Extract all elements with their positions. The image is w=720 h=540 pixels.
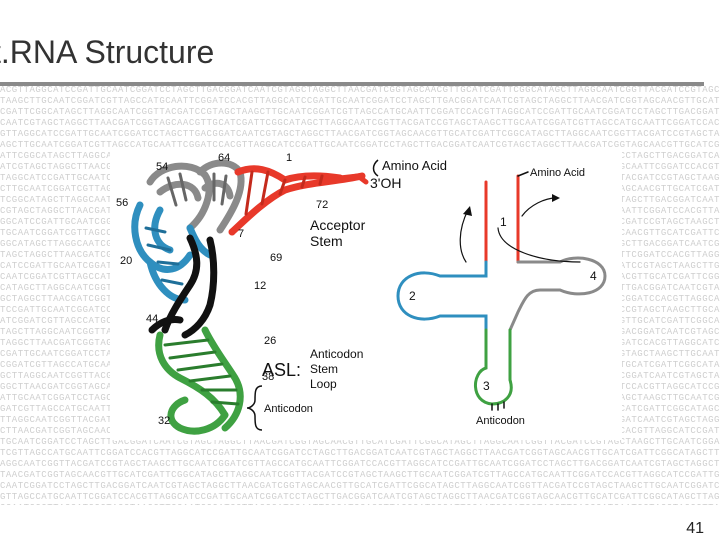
schematic-tpsi-arm [508,256,607,332]
schematic-label-4: 4 [590,269,597,283]
schematic-label-1: 1 [500,215,507,229]
label-69: 69 [270,252,282,264]
trna-l-schematic: Amino Acid 1 2 3 4 Anticodon [396,167,607,427]
label-anticodon-stem-loop-3: Loop [310,377,337,391]
label-acceptor-stem: Stem [310,233,343,249]
amino-acid-pointer [372,159,379,177]
arrow-left-head [463,206,472,216]
label-32: 32 [158,415,170,427]
schematic-label-amino-acid: Amino Acid [530,167,585,179]
label-7: 7 [238,228,244,240]
label-anticodon-stem-loop-2: Stem [310,362,338,376]
schematic-amino-tick [517,171,529,177]
title-underline [0,82,704,86]
label-64: 64 [218,152,230,164]
schematic-label-2: 2 [409,289,416,303]
anticodon-arm [155,326,244,435]
slide-title: t.RNA Structure [0,34,215,70]
label-3oh: 3'OH [370,175,401,191]
label-amino-acid: Amino Acid [382,158,447,173]
variable-loop [148,234,218,339]
acceptor-stem [228,165,369,236]
label-38: 38 [262,371,274,383]
schematic-d-arm [396,260,488,332]
label-acceptor: Acceptor [310,217,366,233]
label-12: 12 [254,280,266,292]
arrow-bend [497,227,581,263]
label-asl: ASL: [262,360,301,380]
label-54: 54 [156,161,168,173]
schematic-anticodon-ticks [491,401,505,411]
label-56: 56 [116,197,128,209]
label-1: 1 [286,152,292,164]
label-72: 72 [316,199,328,211]
label-anticodon-bracket: Anticodon [264,403,313,415]
schematic-label-3: 3 [483,379,490,393]
schematic-label-anticodon: Anticodon [476,415,525,427]
label-26: 26 [264,335,276,347]
arrow-left [459,209,469,263]
trna-3d-model: 64 1 54 56 72 7 69 20 12 44 26 38 32 Ami… [116,152,447,435]
page-number: 41 [686,520,704,537]
label-anticodon-stem-loop-1: Anticodon [310,347,363,361]
anticodon-bracket [246,385,263,431]
label-44: 44 [146,313,158,325]
arrow-right-head [552,194,560,202]
label-20: 20 [120,255,132,267]
